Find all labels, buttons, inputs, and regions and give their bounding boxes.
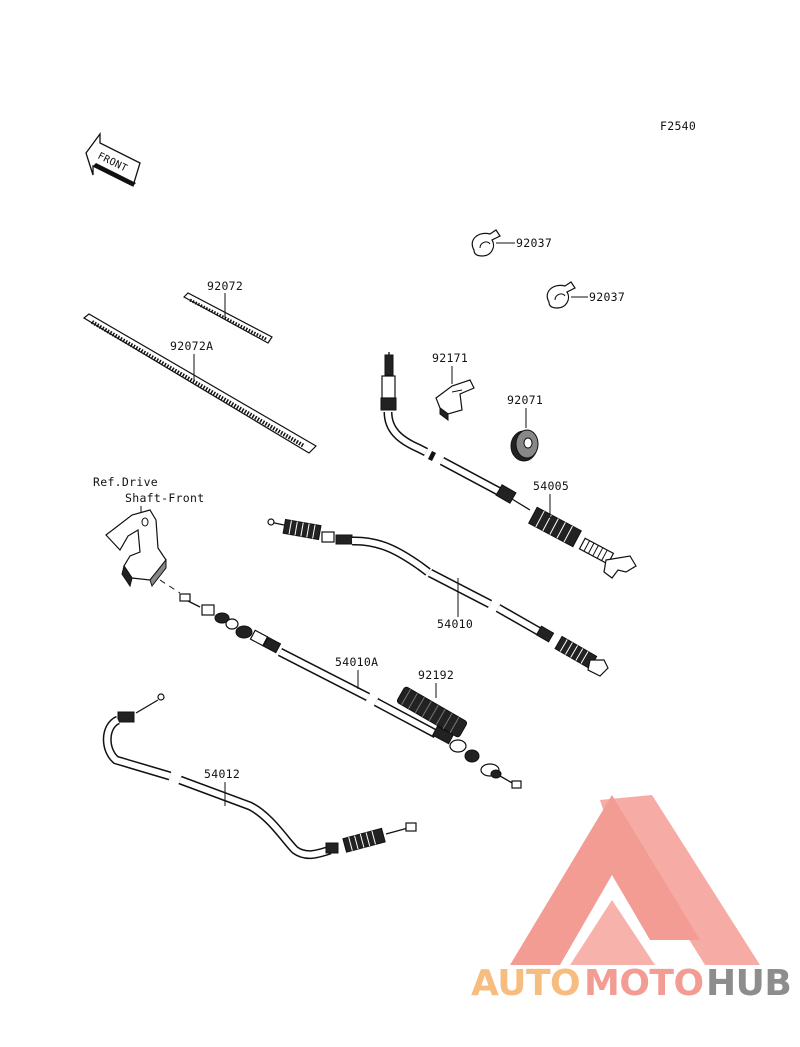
reference-note: Ref.Drive Shaft-Front xyxy=(93,475,204,520)
part-label-92037: 92037 xyxy=(516,236,552,250)
part-label-54012: 54012 xyxy=(204,767,240,781)
reference-line-2: Shaft-Front xyxy=(125,491,204,505)
part-label-54005: 54005 xyxy=(533,479,569,493)
grommet-92071: 92071 xyxy=(507,393,543,462)
part-label-92192: 92192 xyxy=(418,668,454,682)
part-label-92072A: 92072A xyxy=(170,339,213,353)
clamp-92171: 92171 xyxy=(432,351,475,421)
cable-54010A: 54010A xyxy=(179,593,522,789)
part-label-92037-b: 92037 xyxy=(589,290,625,304)
clamp-92037-top: 92037 xyxy=(471,229,552,257)
part-label-92171: 92171 xyxy=(432,351,468,365)
watermark-auto: AUTO xyxy=(471,963,580,1004)
watermark-moto: MOTO xyxy=(584,963,704,1004)
clamp-92037-bottom: 92037 xyxy=(546,281,625,309)
part-label-92072: 92072 xyxy=(207,279,243,293)
band-92072: 92072 xyxy=(183,279,273,344)
part-label-54010: 54010 xyxy=(437,617,473,631)
drive-shaft-bracket xyxy=(105,509,167,588)
tube-92192: 92192 xyxy=(396,668,468,738)
automotohub-logo: AUTO MOTO HUB xyxy=(471,795,792,1004)
band-92072A: 92072A xyxy=(82,313,317,454)
reference-line-1: Ref.Drive xyxy=(93,475,158,489)
watermark-hub: HUB xyxy=(706,963,791,1004)
cable-54005: 54005 xyxy=(380,352,637,579)
cable-54010: 54010 xyxy=(267,518,609,677)
part-label-92071: 92071 xyxy=(507,393,543,407)
figure-code: F2540 xyxy=(660,119,696,133)
front-arrow-icon: FRONT xyxy=(85,132,141,187)
cable-54012: 54012 xyxy=(102,693,417,860)
part-label-54010A: 54010A xyxy=(335,655,378,669)
